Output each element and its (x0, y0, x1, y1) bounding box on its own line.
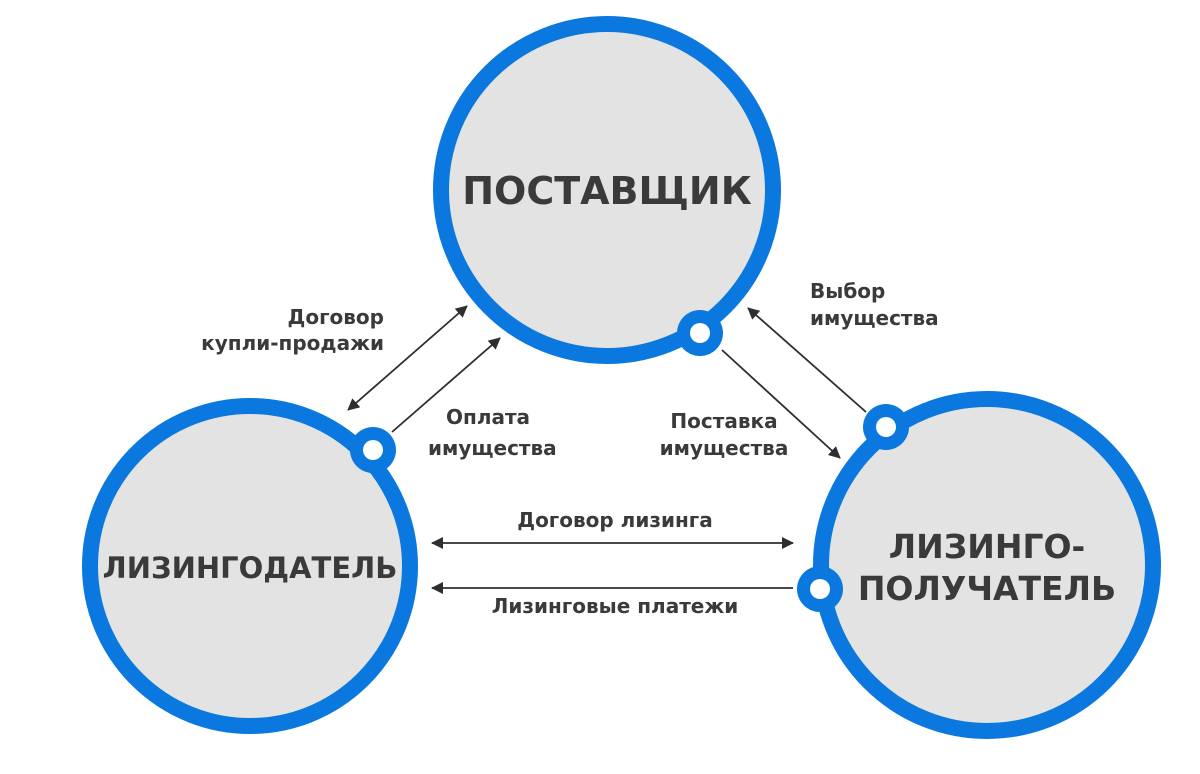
lessee-left-connector-ring (797, 566, 843, 612)
supplier-label: ПОСТАВЩИК (462, 169, 752, 213)
lessee-node: ЛИЗИНГО- ПОЛУЧАТЕЛЬ (813, 391, 1161, 739)
edge-labels: Договор купли-продажи Оплата имущества В… (201, 279, 939, 618)
lessor-node: ЛИЗИНГОДАТЕЛЬ (82, 398, 418, 734)
property-choice-arrow (747, 307, 867, 413)
property-delivery-label-line2: имущества (660, 436, 789, 460)
purchase-contract-label-line1: Договор (288, 305, 384, 329)
purchase-contract-label-line2: купли-продажи (201, 331, 384, 355)
connector-rings (350, 310, 909, 612)
property-choice-label-line1: Выбор (810, 279, 885, 303)
property-delivery-arrow (721, 349, 841, 459)
lessee-top-connector-ring (863, 404, 909, 450)
supplier-node: ПОСТАВЩИК (433, 16, 781, 364)
leasing-contract-label: Договор лизинга (517, 508, 712, 532)
property-payment-label-line2: имущества (428, 436, 557, 460)
property-payment-label-line1: Оплата (446, 405, 530, 429)
arrows (347, 305, 867, 594)
lessor-label: ЛИЗИНГОДАТЕЛЬ (103, 551, 398, 585)
lessee-label-line1: ЛИЗИНГО- (889, 527, 1086, 566)
leasing-payments-label: Лизинговые платежи (492, 594, 739, 618)
property-delivery-label-line1: Поставка (670, 409, 777, 433)
supplier-connector-ring (677, 310, 723, 356)
lessor-connector-ring (350, 427, 396, 473)
property-payment-arrow (391, 337, 501, 433)
lessee-label-line2: ПОЛУЧАТЕЛЬ (858, 569, 1116, 608)
property-choice-label-line2: имущества (810, 306, 939, 330)
purchase-contract-arrow (347, 305, 468, 411)
